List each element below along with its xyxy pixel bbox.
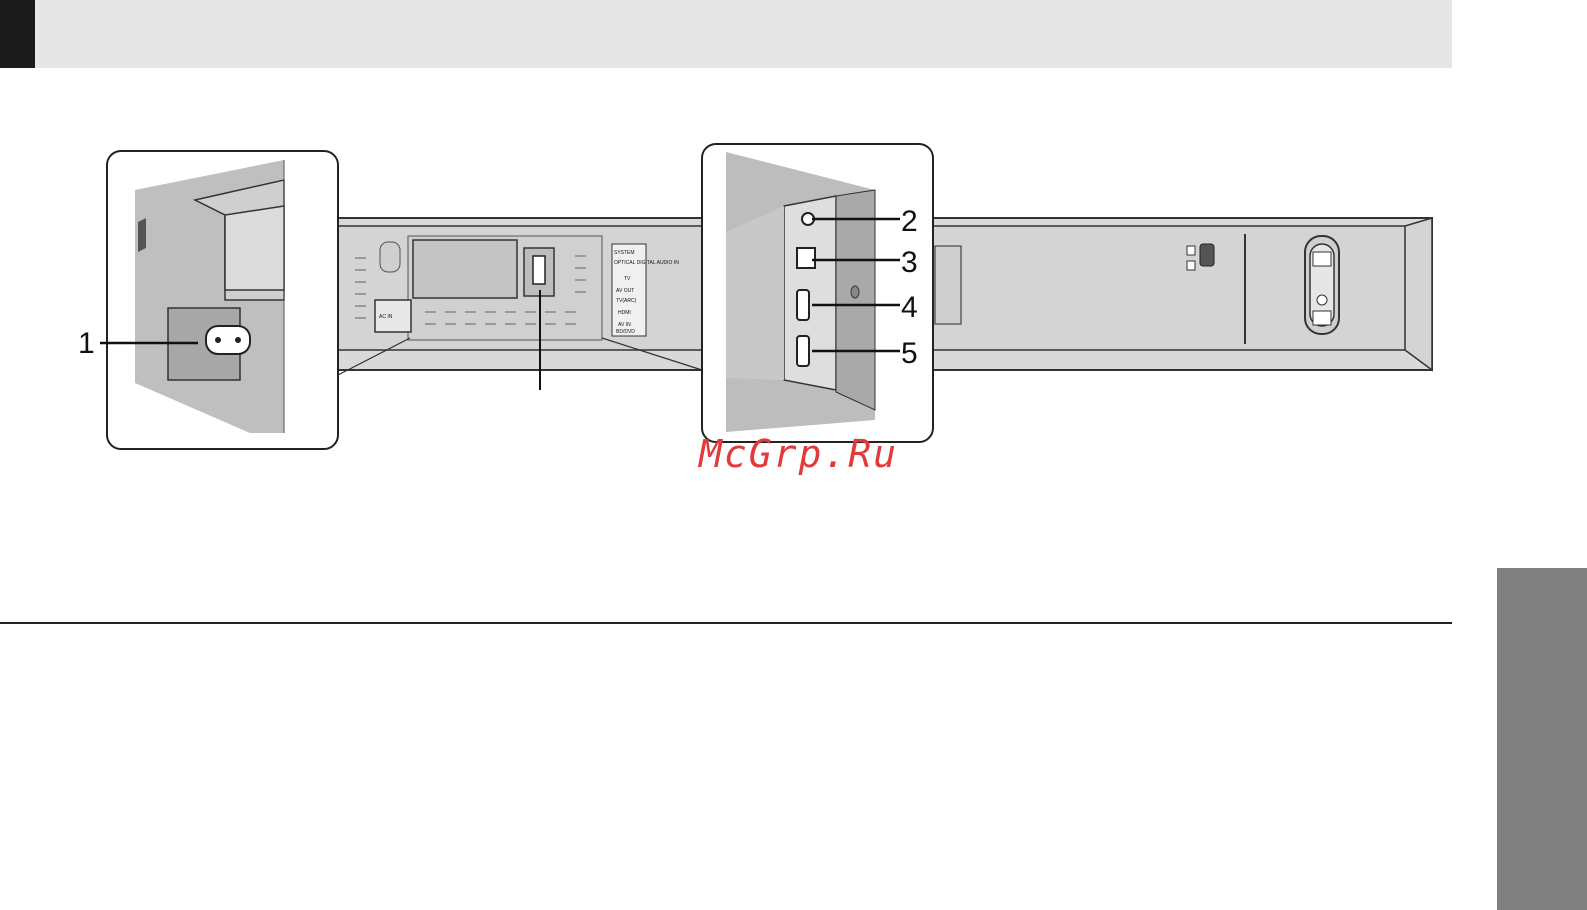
callout-3: 3 bbox=[901, 246, 918, 279]
optical-label: OPTICAL DIGITAL AUDIO IN bbox=[614, 260, 679, 266]
system-label: SYSTEM bbox=[614, 250, 635, 256]
av-out-label: AV OUT bbox=[616, 288, 634, 294]
watermark: McGrp.Ru bbox=[699, 432, 898, 476]
av-in-label: AV IN bbox=[618, 322, 631, 328]
ac-inlet-inset bbox=[107, 151, 338, 449]
ac-in-label: AC IN bbox=[379, 314, 393, 320]
ports-inset bbox=[702, 144, 933, 442]
callout-4: 4 bbox=[901, 291, 918, 324]
tv-label: TV bbox=[624, 276, 631, 282]
callout-1: 1 bbox=[78, 327, 95, 360]
tv-arc-label: TV(ARC) bbox=[616, 298, 637, 304]
callout-2: 2 bbox=[901, 205, 918, 238]
hdmi-label: HDMI bbox=[618, 310, 631, 316]
side-tab bbox=[1497, 568, 1587, 910]
bd-dvd-label: BD/DVD bbox=[616, 329, 635, 335]
section-divider bbox=[0, 622, 1452, 624]
callout-5: 5 bbox=[901, 337, 918, 370]
